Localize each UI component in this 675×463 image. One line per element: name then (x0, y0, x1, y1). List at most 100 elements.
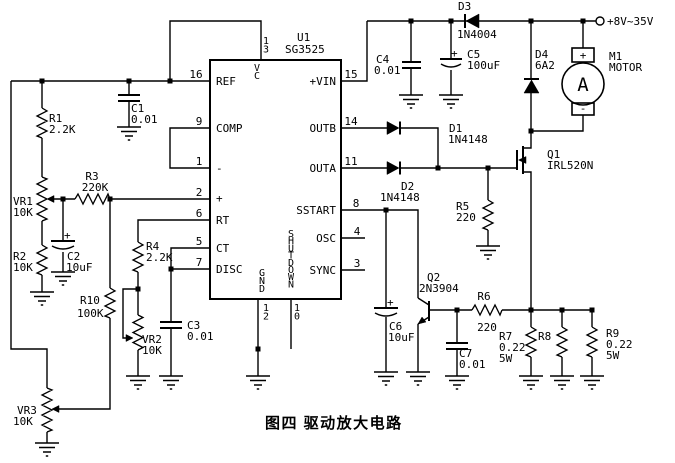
pin2-number: 2 (196, 186, 203, 199)
wires (10, 20, 596, 443)
c6-designator: C6 (389, 320, 402, 333)
d1-value: 1N4148 (448, 133, 488, 146)
m1-designator: M1 (609, 50, 622, 63)
pin14-number: 14 (344, 115, 358, 128)
pin11-number: 11 (344, 155, 357, 168)
c3-designator: C3 (187, 319, 200, 332)
motor-plus-mark: + (580, 49, 587, 62)
motor-minus-terminal-box (571, 102, 595, 116)
pin7-number: 7 (196, 256, 203, 269)
vr3-value: 10K (13, 415, 33, 428)
pin16-name: REF (216, 75, 236, 88)
d2-diode-icon (386, 161, 400, 175)
r1-designator: R1 (49, 112, 62, 125)
ic-u1-body (209, 59, 342, 300)
c7-value: 0.01 (459, 358, 486, 371)
pin15-number: 15 (344, 68, 357, 81)
r5-designator: R5 (456, 200, 469, 213)
r10-value: 100K (77, 307, 104, 320)
pin7-name: DISC (216, 263, 243, 276)
r1-value: 2.2K (49, 123, 76, 136)
c1-designator: C1 (131, 102, 144, 115)
d4-designator: D4 (535, 48, 549, 61)
motor-plus-terminal-box (571, 47, 595, 63)
d3-diode-icon (465, 13, 480, 29)
pin6-name: RT (216, 214, 230, 227)
c5-value: 100uF (467, 59, 500, 72)
pin4-name: OSC (316, 232, 336, 245)
r2-value: 10K (13, 261, 33, 274)
vr2-wiper-arrow-icon (125, 334, 134, 342)
m1-value: MOTOR (609, 61, 642, 74)
diode-symbols (386, 13, 540, 175)
motor-letter: A (577, 74, 589, 96)
r9-designator: R9 (606, 327, 619, 340)
c7-designator: C7 (459, 347, 472, 360)
pin5-number: 5 (196, 235, 203, 248)
r3-value: 220K (82, 181, 109, 194)
r10-designator: R10 (80, 294, 100, 307)
d3-value: 1N4004 (457, 28, 497, 41)
pin1-name: - (216, 162, 223, 175)
pin2-name: + (216, 192, 223, 205)
vr1-designator: VR1 (13, 195, 33, 208)
r7-power: 5W (499, 352, 513, 365)
pin3-name: SYNC (310, 264, 337, 277)
r4-value: 2.2K (146, 251, 173, 264)
capacitor-symbols (51, 58, 468, 350)
r9-power: 5W (606, 349, 620, 362)
vr1-value: 10K (13, 206, 33, 219)
motor-body-circle (561, 62, 605, 106)
c5-designator: C5 (467, 48, 480, 61)
potentiometer-wiper-arrows (46, 195, 134, 413)
c2-designator: C2 (67, 250, 80, 263)
c1-value: 0.01 (131, 113, 158, 126)
c3-value: 0.01 (187, 330, 214, 343)
d4-diode-icon (523, 79, 540, 94)
pin9-number: 9 (196, 115, 203, 128)
d3-designator: D3 (458, 0, 471, 13)
r2-designator: R2 (13, 250, 26, 263)
m1-motor-symbol: + A - (561, 47, 605, 116)
r9-value: 0.22 (606, 338, 633, 351)
q1-mosfet-symbol (516, 146, 527, 174)
u1-part-number: SG3525 (285, 43, 325, 56)
pin14-name: OUTB (310, 122, 337, 135)
c6-polarity: + (387, 296, 394, 309)
r5-value: 220 (456, 211, 476, 224)
q2-emitter-arrow-icon (417, 316, 427, 325)
q2-value: 2N3904 (419, 282, 459, 295)
d1-diode-icon (386, 121, 400, 135)
supply-terminal-icon (595, 16, 605, 26)
d2-value: 1N4148 (380, 191, 420, 204)
c4-value: 0.01 (374, 64, 401, 77)
junction-dots (39, 18, 595, 352)
u1-designator: U1 (297, 31, 310, 44)
r4-designator: R4 (146, 240, 160, 253)
pin6-number: 6 (196, 207, 203, 220)
r7-designator: R7 (499, 330, 512, 343)
d4-value: 6A2 (535, 59, 555, 72)
c6-value: 10uF (388, 331, 415, 344)
d2-designator: D2 (401, 180, 414, 193)
r6-designator: R6 (477, 290, 490, 303)
r6-value: 220 (477, 321, 497, 334)
vr1-wiper-arrow-icon (46, 195, 55, 203)
vr3-wiper-arrow-icon (51, 405, 60, 413)
q1-value: IRL520N (547, 159, 593, 172)
vr2-designator: VR2 (142, 333, 162, 346)
pin5-name: CT (216, 242, 230, 255)
pin4-number: 4 (354, 225, 361, 238)
r3-designator: R3 (85, 170, 98, 183)
pin3-number: 3 (354, 257, 361, 270)
q2-designator: Q2 (427, 271, 440, 284)
figure-caption: 图四 驱动放大电路 (265, 414, 403, 432)
